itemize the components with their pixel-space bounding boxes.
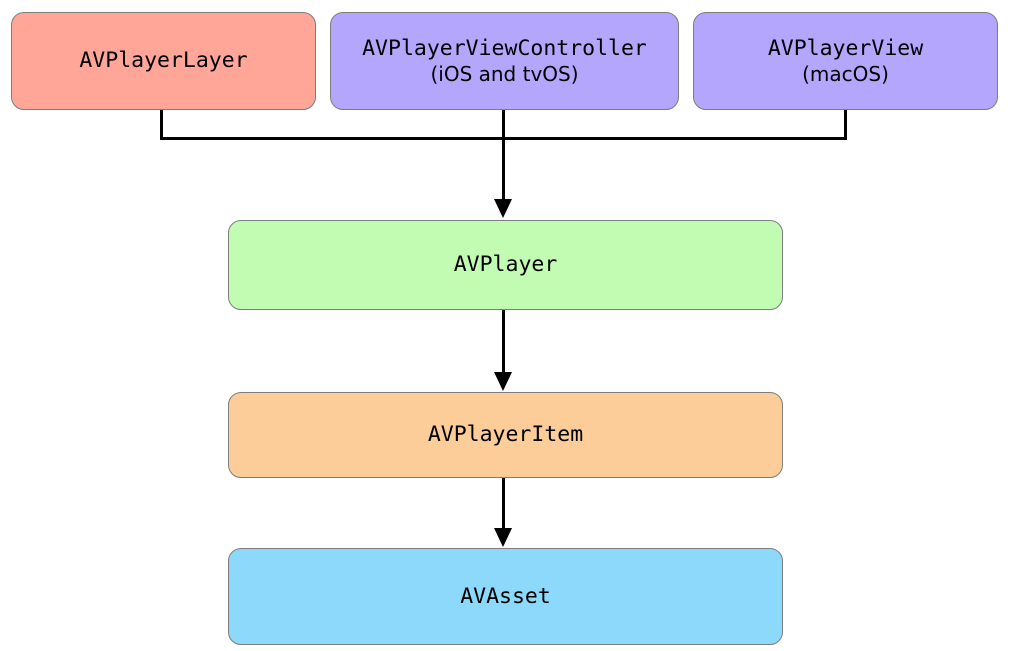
node-avplayeritem[interactable]: AVPlayerItem (228, 392, 783, 478)
node-avplayerlayer-label: AVPlayerLayer (79, 48, 248, 74)
node-avplayerview-sublabel: (macOS) (802, 62, 889, 87)
node-avasset[interactable]: AVAsset (228, 548, 783, 645)
connector-stub-avplayerview (844, 110, 847, 140)
node-avplayerlayer[interactable]: AVPlayerLayer (11, 12, 316, 110)
node-avplayerview-label: AVPlayerView (767, 35, 924, 61)
connector-avplayeritem-to-avasset (502, 478, 505, 530)
connector-stub-avplayerviewcontroller (502, 110, 505, 140)
node-avplayerviewcontroller-label: AVPlayerViewController (362, 35, 647, 61)
node-avplayerview[interactable]: AVPlayerView (macOS) (693, 12, 998, 110)
node-avplayer[interactable]: AVPlayer (228, 220, 783, 310)
node-avplayerviewcontroller-sublabel: (iOS and tvOS) (430, 62, 579, 87)
node-avplayeritem-label: AVPlayerItem (427, 422, 584, 448)
connector-avplayer-to-avplayeritem (502, 310, 505, 374)
node-avplayer-label: AVPlayer (453, 252, 558, 278)
arrowhead-to-avasset (494, 528, 512, 547)
connector-stub-avplayerlayer (160, 110, 163, 140)
arrowhead-to-avplayer (494, 199, 512, 218)
arrowhead-to-avplayeritem (494, 372, 512, 391)
node-avasset-label: AVAsset (460, 583, 551, 609)
connector-merge-drop (502, 137, 505, 201)
node-avplayerviewcontroller[interactable]: AVPlayerViewController (iOS and tvOS) (330, 12, 679, 110)
